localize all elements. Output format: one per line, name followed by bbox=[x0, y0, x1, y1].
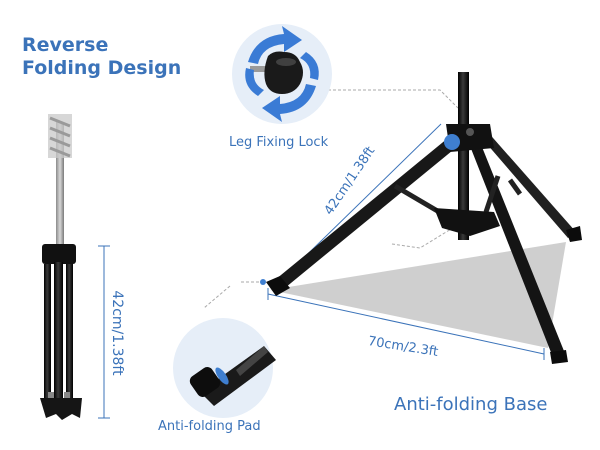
leg-lock-knob bbox=[444, 134, 460, 150]
callout-lines bbox=[203, 89, 459, 309]
tripod-leg-right bbox=[480, 130, 576, 238]
lock-inset bbox=[232, 24, 332, 124]
folded-length-dimension-line bbox=[98, 245, 110, 419]
anti-folding-pad-label: Anti-folding Pad bbox=[158, 419, 261, 434]
lock-knob-icon bbox=[264, 51, 303, 94]
center-pole bbox=[458, 72, 469, 240]
tripod-leg-front bbox=[470, 142, 566, 360]
leg-fixing-lock-label: Leg Fixing Lock bbox=[229, 135, 329, 150]
base-span-dimension-line bbox=[267, 288, 545, 360]
folded-length-label: 42cm/1.38ft bbox=[109, 290, 125, 376]
folded-stand bbox=[40, 114, 82, 420]
feature-title-line2: Folding Design bbox=[22, 57, 182, 79]
base-shadow bbox=[270, 242, 566, 348]
feature-title-line1: Reverse bbox=[22, 34, 109, 56]
stand-folded-legs bbox=[40, 244, 82, 420]
bottom-hub bbox=[434, 208, 500, 236]
tripod bbox=[260, 72, 582, 364]
stand-extension-section bbox=[48, 114, 72, 244]
rotate-arrows-icon bbox=[245, 26, 319, 122]
pad-inset bbox=[173, 318, 276, 418]
feature-title: Reverse Folding Design bbox=[22, 34, 181, 80]
tripod-leg-left bbox=[270, 138, 458, 292]
anti-folding-base-label: Anti-folding Base bbox=[394, 394, 548, 415]
anti-folding-foot bbox=[266, 276, 290, 296]
